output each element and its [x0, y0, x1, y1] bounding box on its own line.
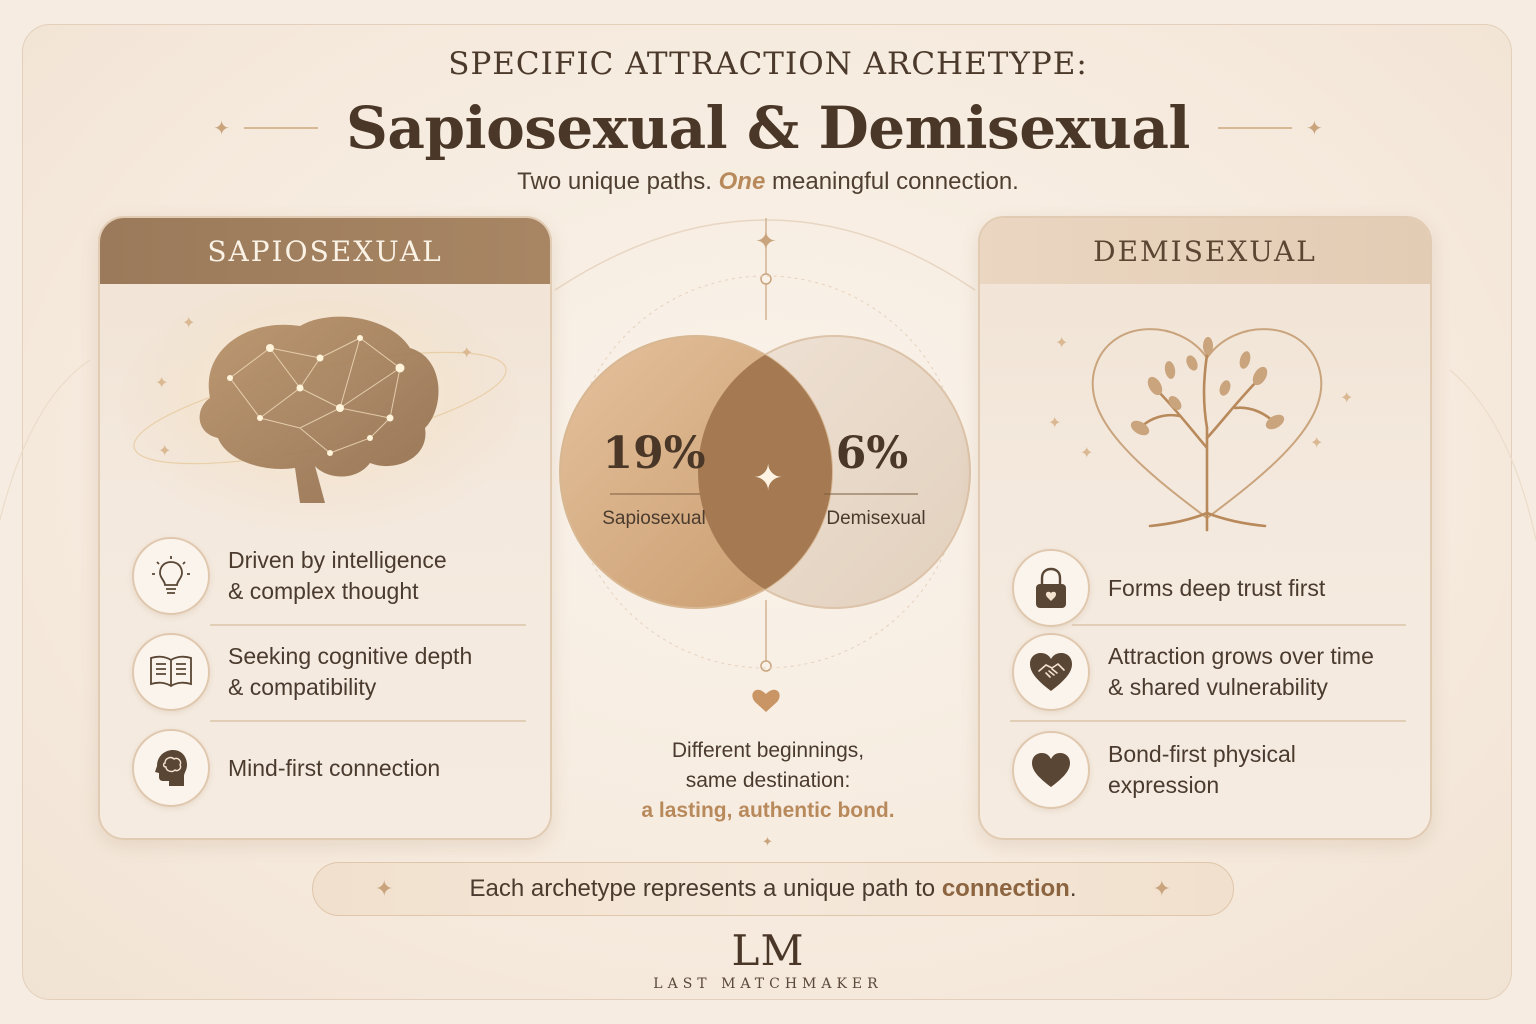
svg-text:✦: ✦: [182, 315, 195, 332]
venn-diagram: ✦ ✦: [559, 218, 971, 712]
sparkle-icon: ✦: [375, 876, 394, 901]
heart-lock-icon: [1012, 549, 1090, 627]
svg-text:✦: ✦: [460, 345, 473, 362]
svg-text:✦: ✦: [1080, 445, 1093, 462]
svg-text:✦: ✦: [755, 226, 777, 256]
feature-text: Bond-first physical expression: [1108, 739, 1296, 801]
svg-text:✦: ✦: [762, 834, 773, 849]
venn-left-value: 19%: [602, 428, 706, 479]
svg-text:✦: ✦: [155, 375, 168, 392]
footer-accent: connection: [941, 875, 1070, 902]
open-book-icon: [132, 633, 210, 711]
sparkle-icon: ✦: [213, 117, 231, 140]
feature-item: Mind-first connection: [132, 722, 526, 814]
footer-text: .: [1069, 875, 1077, 902]
feature-line: expression: [1108, 772, 1220, 798]
feature-line: & complex thought: [228, 578, 419, 604]
feature-item: Seeking cognitive depth & compatibility: [132, 626, 526, 718]
page-subtitle: Two unique paths. One meaningful connect…: [0, 168, 1536, 196]
subtitle-part: Two unique paths.: [517, 168, 712, 195]
brand-name: LAST MATCHMAKER: [653, 976, 883, 992]
sparkle-icon: ✦: [762, 834, 773, 849]
handshake-heart-icon: [1012, 633, 1090, 711]
feature-line: Driven by intelligence: [228, 547, 447, 573]
feature-line: Mind-first connection: [228, 754, 441, 781]
divider: [210, 720, 526, 722]
title-row: ✦ Sapiosexual & Demisexual ✦: [0, 88, 1536, 168]
sparkle-icon: ✦: [1305, 117, 1323, 140]
footer-banner: ✦ Each archetype represents a unique pat…: [312, 862, 1234, 916]
svg-text:✦: ✦: [158, 443, 171, 460]
heart-icon: [752, 689, 780, 712]
mind-head-icon: [132, 729, 210, 807]
svg-text:✦: ✦: [1340, 390, 1353, 407]
title-ornament-right: ✦: [1217, 116, 1323, 141]
venn-left-label: Sapiosexual: [602, 508, 706, 529]
feature-line: Forms deep trust first: [1108, 574, 1326, 601]
footer-text: Each archetype represents a unique path …: [469, 875, 936, 902]
center-note-line: Different beginnings,: [671, 739, 865, 762]
title-ornament-left: ✦: [213, 116, 319, 141]
sparkle-icon: ✦: [1152, 876, 1171, 901]
brand-logo: LM: [731, 926, 805, 975]
subtitle-accent: One: [718, 168, 766, 195]
heart-icon: [1012, 731, 1090, 809]
card-title: DEMISEXUAL: [980, 218, 1430, 284]
feature-text: Attraction grows over time & shared vuln…: [1108, 641, 1374, 703]
glowing-brain-icon: ✦ ✦ ✦ ✦: [120, 288, 520, 538]
subtitle-part: meaningful connection.: [772, 168, 1019, 195]
venn-right-value: 6%: [835, 428, 909, 479]
card-title: SAPIOSEXUAL: [100, 218, 550, 284]
svg-text:✦: ✦: [1055, 335, 1068, 352]
feature-line: & compatibility: [228, 674, 377, 700]
feature-line: Attraction grows over time: [1108, 643, 1374, 669]
feature-item: Bond-first physical expression: [1012, 724, 1406, 816]
divider: [1010, 720, 1406, 722]
center-note-line: same destination:: [685, 769, 851, 792]
feature-text: Mind-first connection: [228, 753, 440, 784]
feature-line: & shared vulnerability: [1108, 674, 1328, 700]
feature-text: Forms deep trust first: [1108, 573, 1325, 604]
venn-right-label: Demisexual: [826, 508, 926, 529]
demisexual-card: DEMISEXUAL ✦ ✦ ✦ ✦ ✦: [978, 216, 1432, 840]
lightbulb-icon: [132, 537, 210, 615]
svg-text:✦: ✦: [1310, 435, 1323, 452]
page-kicker: SPECIFIC ATTRACTION ARCHETYPE:: [448, 46, 1088, 82]
feature-item: Forms deep trust first: [1012, 542, 1406, 634]
center-note-accent: a lasting, authentic bond.: [641, 799, 895, 822]
center-note: Different beginnings, same destination: …: [568, 736, 968, 826]
feature-item: Attraction grows over time & shared vuln…: [1012, 626, 1406, 718]
feature-item: Driven by intelligence & complex thought: [132, 530, 526, 622]
feature-text: Driven by intelligence & complex thought: [228, 545, 447, 607]
divider: [1072, 624, 1406, 626]
sapiosexual-card: SAPIOSEXUAL ✦ ✦ ✦ ✦: [98, 216, 552, 840]
svg-text:✦: ✦: [1048, 415, 1061, 432]
page-title: Sapiosexual & Demisexual: [346, 94, 1190, 162]
sparkle-icon: ✦: [753, 457, 783, 498]
feature-line: Seeking cognitive depth: [228, 643, 473, 669]
heart-tree-icon: ✦ ✦ ✦ ✦ ✦: [1048, 328, 1353, 532]
divider: [210, 624, 526, 626]
feature-line: Bond-first physical: [1108, 741, 1296, 767]
feature-text: Seeking cognitive depth & compatibility: [228, 641, 472, 703]
